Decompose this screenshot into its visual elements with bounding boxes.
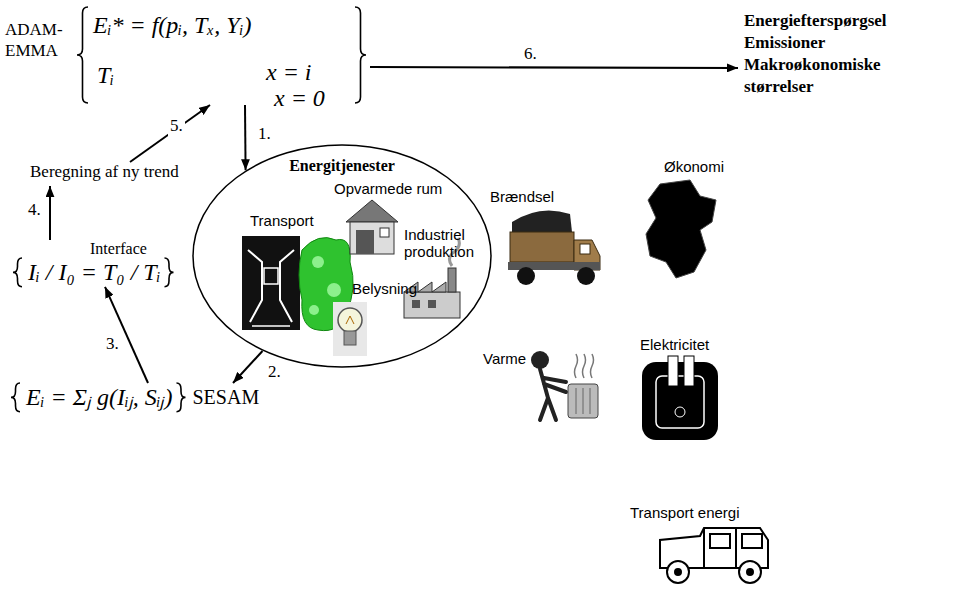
vintage-car-icon [660, 528, 768, 583]
formula: Eᵢ* = f(pᵢ, Tₓ, Yᵢ) [93, 11, 251, 40]
economy-map-icon [646, 180, 716, 278]
callout-number: 6. [522, 44, 539, 64]
process-step: Beregning af ny trend [30, 162, 179, 182]
service-label: Opvarmede rum [334, 180, 442, 197]
output-list: EnergiefterspørgselEmissionerMakroøkonom… [738, 10, 938, 98]
formula: Eᵢ = Σⱼ g(Iᵢⱼ, Sᵢⱼ) [26, 383, 172, 412]
icon-label: Økonomi [664, 158, 724, 175]
callout-number: 3. [104, 334, 121, 354]
curly-brace [176, 383, 185, 412]
icon-label: Brændsel [490, 188, 554, 205]
flow-arrow [49, 186, 51, 240]
lightbulb-icon [333, 302, 367, 356]
interface-title: Interface [90, 240, 177, 258]
flow-arrow [233, 351, 263, 383]
interface-block: InterfaceIᵢ / I₀ = T₀ / Tᵢ [10, 240, 177, 287]
flow-arrow [244, 105, 247, 170]
callout-number: 5. [168, 116, 185, 136]
callout-number: 2. [266, 362, 283, 382]
curly-brace [11, 383, 20, 412]
icon-label: Transport energi [630, 504, 740, 521]
service-label: Transport [250, 212, 314, 229]
flow-arrow [130, 105, 210, 162]
callout-number: 4. [26, 200, 43, 220]
trend-step: Beregning af ny trend [30, 162, 179, 186]
callout-number: 1. [256, 124, 273, 144]
train-icon [242, 236, 300, 330]
output-item: Energiefterspørgsel [744, 10, 938, 32]
truck-icon [508, 210, 600, 285]
model-name: SESAM [192, 386, 259, 409]
curly-brace [165, 258, 174, 287]
house-icon [346, 200, 398, 254]
model-name: ADAM-EMMA [5, 19, 67, 62]
service-label: Industriel produktion [404, 226, 484, 260]
curly-brace [77, 7, 88, 103]
electric-socket-icon [642, 356, 718, 440]
curly-brace [13, 258, 22, 287]
ellipse-heading: Energitjenester [192, 157, 492, 175]
icon-label: Varme [483, 350, 526, 367]
icon-label: Elektricitet [640, 336, 709, 353]
sesam-block: Eᵢ = Σⱼ g(Iᵢⱼ, Sᵢⱼ) SESAM [8, 383, 259, 412]
condition-label: x = 0 [274, 84, 325, 113]
service-label: Belysning [352, 280, 417, 297]
condition-label: x = i [266, 58, 312, 87]
flow-arrow [370, 67, 738, 68]
output-item: Emissioner [744, 32, 938, 54]
curly-brace [355, 7, 366, 103]
output-item: Makroøkonomiske størrelser [744, 54, 938, 98]
formula: Iᵢ / I₀ = T₀ / Tᵢ [28, 258, 161, 287]
formula: Tᵢ [97, 61, 114, 90]
heating-icon [531, 351, 598, 420]
flow-arrow [105, 287, 148, 383]
